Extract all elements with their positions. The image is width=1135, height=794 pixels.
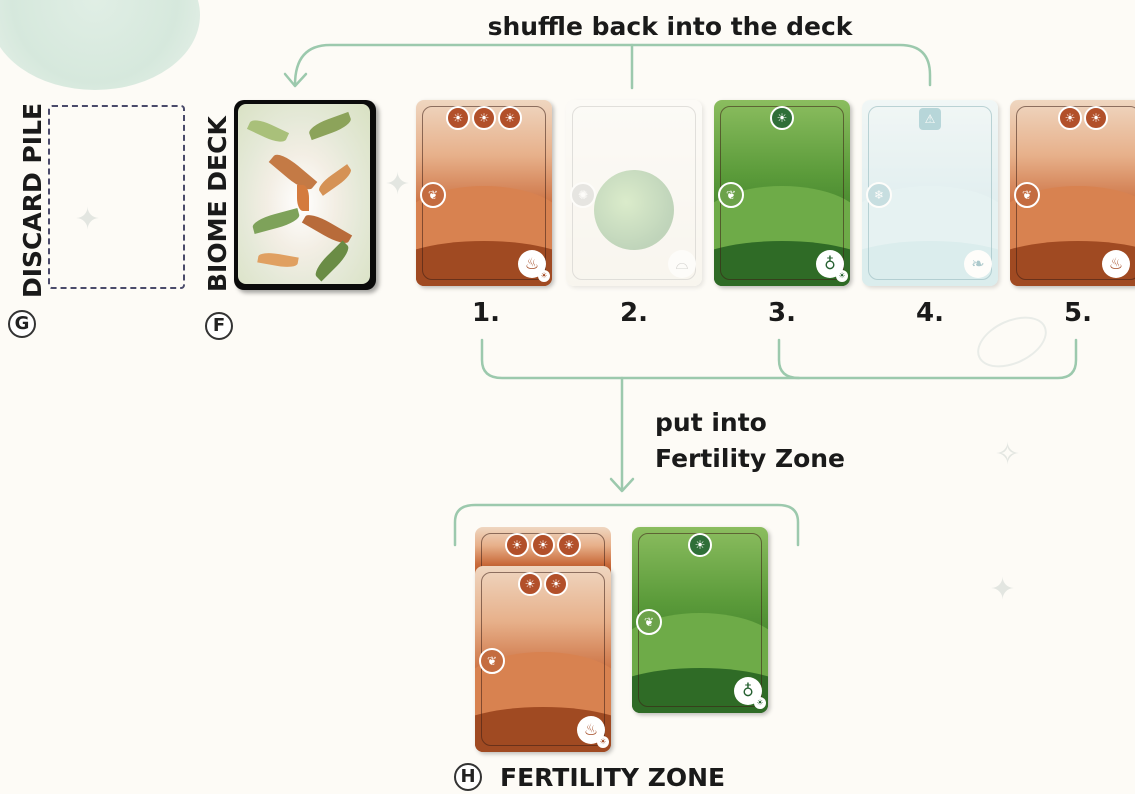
sun-icon: ☀: [531, 533, 555, 557]
card-number-3: 3.: [752, 298, 812, 328]
leaf-icon: ❦: [636, 609, 662, 635]
sun-icon: ☀: [770, 106, 794, 130]
sun-icon: ☀: [446, 106, 470, 130]
leaf-icon: ❧: [964, 250, 992, 278]
put-into-label: put into Fertility Zone: [655, 405, 845, 477]
fertility-marker: H: [454, 763, 482, 791]
dome-icon: ⌓: [668, 250, 696, 278]
sun-icon: ☀: [688, 533, 712, 557]
sun-icon: ☀: [1084, 106, 1108, 130]
swirl-icon: ✺: [570, 182, 596, 208]
biome-deck-label: BIOME DECK: [203, 116, 232, 292]
sun-mini-icon: ☀: [538, 270, 550, 282]
put-into-line-2: Fertility Zone: [655, 441, 845, 477]
discard-pile-slot[interactable]: [48, 105, 185, 289]
sun-mini-icon: ☀: [836, 270, 848, 282]
card-number-2: 2.: [604, 298, 664, 328]
water-icon: ♨: [1102, 250, 1130, 278]
biome-card-1[interactable]: ☀ ☀ ☀ ❦ ♨ ☀: [416, 100, 552, 286]
leaf-icon: ❦: [1014, 182, 1040, 208]
sun-icon: ☀: [498, 106, 522, 130]
sun-icon: ☀: [472, 106, 496, 130]
deck-back-art: [238, 104, 370, 284]
shuffle-label: shuffle back into the deck: [0, 12, 1135, 41]
fertility-card-forest[interactable]: ☀ ❦ ♁ ☀: [632, 527, 768, 713]
leaf-icon: ❦: [718, 182, 744, 208]
biome-card-2[interactable]: ✺ ⌓: [566, 100, 702, 286]
card-number-4: 4.: [900, 298, 960, 328]
sun-icon: ☀: [518, 572, 542, 596]
fertility-card-front[interactable]: ☀ ☀ ❦ ♨ ☀: [475, 566, 611, 752]
sun-mini-icon: ☀: [754, 697, 766, 709]
card-number-5: 5.: [1048, 298, 1108, 328]
leaf-icon: ❦: [479, 648, 505, 674]
biome-deck[interactable]: [234, 100, 376, 290]
sun-icon: ☀: [505, 533, 529, 557]
sun-mini-icon: ☀: [597, 736, 609, 748]
sun-icon: ☀: [544, 572, 568, 596]
sun-icon: ☀: [1058, 106, 1082, 130]
biome-card-4[interactable]: ⚠ ❄ ❧: [862, 100, 998, 286]
put-into-line-1: put into: [655, 405, 845, 441]
sun-icon: ☀: [557, 533, 581, 557]
card-number-1: 1.: [456, 298, 516, 328]
biome-card-3[interactable]: ☀ ❦ ♁ ☀: [714, 100, 850, 286]
biome-card-5[interactable]: ☀ ☀ ❦ ♨: [1010, 100, 1135, 286]
leaf-icon: ❦: [420, 182, 446, 208]
warning-icon: ⚠: [919, 108, 941, 130]
deck-marker: F: [205, 312, 233, 340]
discard-pile-label: DISCARD PILE: [18, 103, 47, 298]
discard-marker: G: [8, 310, 36, 338]
snowflake-icon: ❄: [866, 182, 892, 208]
fertility-zone-label: FERTILITY ZONE: [500, 763, 725, 792]
